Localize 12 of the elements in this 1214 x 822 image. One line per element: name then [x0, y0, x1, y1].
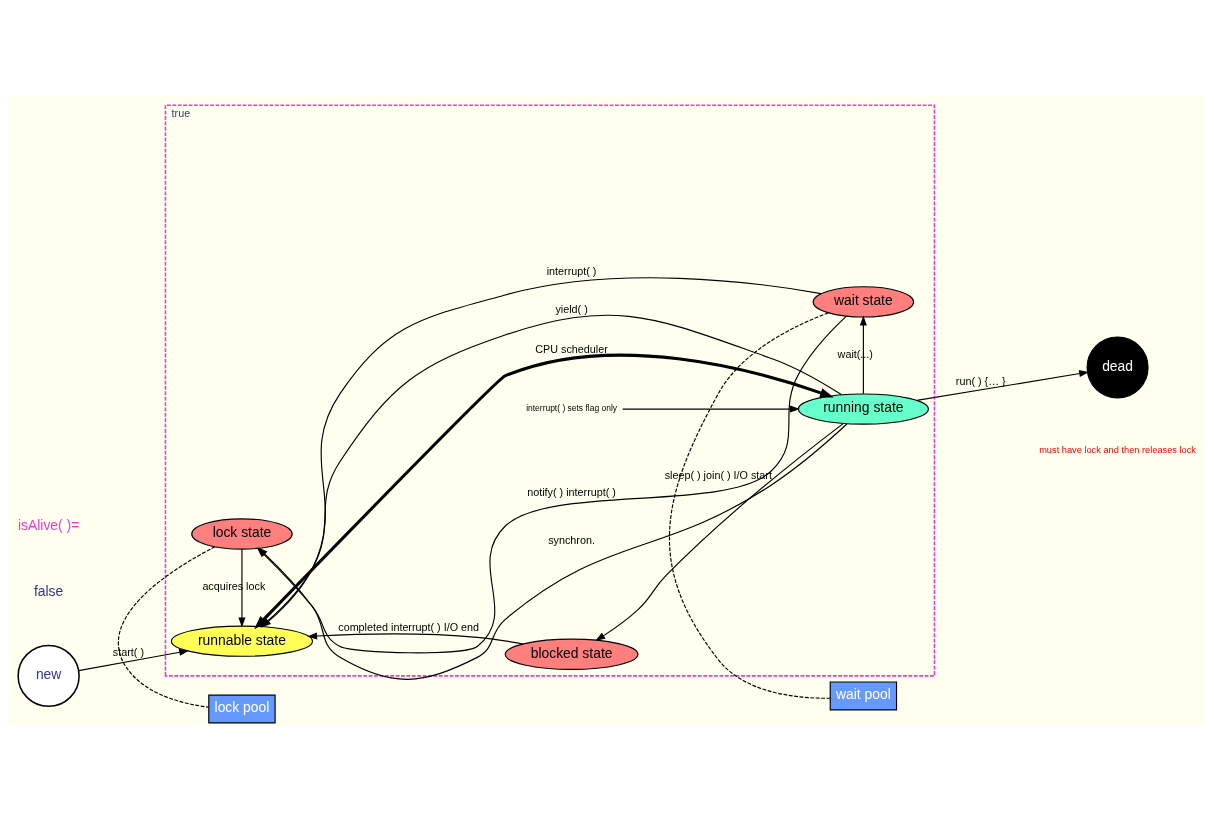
edge-label: CPU scheduler [535, 342, 608, 355]
edge-label: start( ) [112, 645, 144, 658]
node-text: interrupt( ) sets flag only [526, 403, 617, 414]
edge-label: yield( ) [555, 302, 588, 315]
edge-label: synchron. [548, 534, 595, 547]
edge-label: completed interrupt( ) I/O end [338, 620, 480, 633]
label: false [33, 582, 64, 599]
edge-label: notify( ) interrupt( ) [527, 485, 616, 498]
label: isAlive( )= [17, 516, 80, 533]
edge-label: run( ) {… } [955, 374, 1006, 387]
edge-label: interrupt( ) [546, 265, 597, 278]
label: must have lock and then releases lock [1039, 445, 1196, 456]
